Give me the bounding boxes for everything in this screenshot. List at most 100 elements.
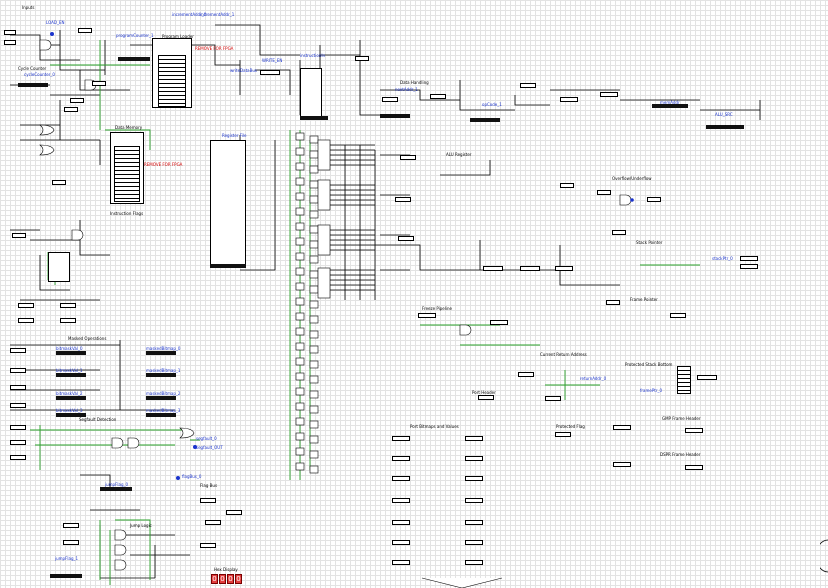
tunnel-jump-flag-0[interactable]: jumpFlag_0 xyxy=(105,482,129,487)
pin-alu-b[interactable] xyxy=(395,197,411,202)
tunnel-bitmask-val-1[interactable]: bitmaskVal_1 xyxy=(56,368,83,373)
pin-flag-bus-c[interactable] xyxy=(205,520,221,525)
pin-port-e[interactable] xyxy=(392,520,410,525)
instruction-flags-splitter[interactable] xyxy=(48,252,70,282)
input-pin-clock[interactable] xyxy=(4,30,16,35)
pin-protected-flag[interactable] xyxy=(555,432,571,437)
pin-port-k[interactable] xyxy=(465,498,483,503)
tunnel-program-counter[interactable]: programCounter_1 xyxy=(116,33,154,38)
pin-port-g[interactable] xyxy=(392,560,410,565)
pin-flag-bus-b[interactable] xyxy=(226,510,242,515)
pin-flag-in[interactable] xyxy=(12,233,26,238)
pin-alu-c[interactable] xyxy=(398,236,414,241)
stack-bottom-register[interactable] xyxy=(677,366,691,394)
pin-write-bus[interactable] xyxy=(260,70,280,75)
pin-port-n[interactable] xyxy=(465,560,483,565)
tunnel-flag-bus[interactable]: flagBus_0 xyxy=(182,474,202,479)
pin-flag-a[interactable] xyxy=(18,303,34,308)
pin-alu-zero[interactable] xyxy=(555,266,573,271)
tunnel-cycle-counter[interactable]: cycleCounter_0 xyxy=(24,72,55,77)
pin-freeze-a[interactable] xyxy=(418,313,436,318)
tunnel-increment-addr-1[interactable]: incrementAddr_1 xyxy=(200,12,235,17)
pin-flag-b[interactable] xyxy=(60,303,76,308)
pin-alu-a[interactable] xyxy=(400,155,416,160)
tunnel-masked-bitmap-3[interactable]: maskedBitmap_3 xyxy=(146,408,181,413)
pin-jump-b[interactable] xyxy=(63,540,79,545)
input-pin-load[interactable] xyxy=(78,28,92,33)
pin-mask-b[interactable] xyxy=(10,368,26,373)
pin-freeze-b[interactable] xyxy=(490,320,508,325)
tunnel-segfault[interactable]: segfault_0 xyxy=(196,436,217,441)
tunnel-stack-ptr[interactable]: stackPtr_0 xyxy=(712,256,733,261)
pin-opcode-in[interactable] xyxy=(355,56,369,61)
tunnel-return-addr[interactable]: returnAddr_0 xyxy=(580,376,607,381)
pin-flag-bus-a[interactable] xyxy=(200,498,216,503)
pin-stack-out-2[interactable] xyxy=(740,264,758,269)
tunnel-mem-addr[interactable]: memAddr xyxy=(660,100,680,105)
pin-port-a[interactable] xyxy=(392,436,410,441)
pin-port-f[interactable] xyxy=(392,540,410,545)
pin-port-d[interactable] xyxy=(392,498,410,503)
scroll-indicator[interactable] xyxy=(820,538,828,574)
pin-port-c[interactable] xyxy=(392,476,410,481)
pin-mask-a[interactable] xyxy=(10,348,26,353)
pin-gmp-a[interactable] xyxy=(613,425,631,430)
pin-stack-in[interactable] xyxy=(612,230,626,235)
pin-port-i[interactable] xyxy=(465,456,483,461)
tunnel-frame-ptr[interactable]: framePtr_0 xyxy=(640,388,663,393)
pin-alu-carry[interactable] xyxy=(520,266,540,271)
pin-addr-b[interactable] xyxy=(560,97,578,102)
tunnel-write-data-bus[interactable]: writeDataBus xyxy=(230,68,257,73)
tunnel-write-en[interactable]: WRITE_EN xyxy=(262,58,283,63)
pin-alu-result[interactable] xyxy=(483,266,503,271)
pin-port-m[interactable] xyxy=(465,540,483,545)
tunnel-masked-bitmap-2[interactable]: maskedBitmap_2 xyxy=(146,391,181,396)
pin-inc-addr[interactable] xyxy=(92,81,106,86)
tunnel-bitmask-val-2[interactable]: bitmaskVal_2 xyxy=(56,391,83,396)
pin-mask-d[interactable] xyxy=(10,403,26,408)
pin-mem-write[interactable] xyxy=(52,180,66,185)
tunnel-next-addr[interactable]: nextAddr_1 xyxy=(395,87,418,92)
instruction-decoder-chip[interactable] xyxy=(300,68,322,118)
pin-overflow-b[interactable] xyxy=(597,190,611,195)
pin-stack-bottom-out[interactable] xyxy=(697,375,717,380)
pin-port-j[interactable] xyxy=(465,476,483,481)
pin-data-in[interactable] xyxy=(70,98,84,103)
pin-jump-out[interactable] xyxy=(200,543,216,548)
pin-flag-d[interactable] xyxy=(60,318,76,323)
tunnel-bitmask-val-3[interactable]: bitmaskVal_3 xyxy=(56,408,83,413)
pin-frame-in[interactable] xyxy=(606,300,620,305)
tunnel-instruction-in[interactable]: instructionIn xyxy=(300,53,326,58)
tunnel-increment-addr-0[interactable]: incrementAddr_0 xyxy=(172,12,207,17)
pin-data-handling-a[interactable] xyxy=(382,97,398,102)
pin-flag-c[interactable] xyxy=(18,318,34,323)
pin-jump-a[interactable] xyxy=(63,523,79,528)
pin-segfault-a[interactable] xyxy=(10,425,26,430)
pin-dspr-b[interactable] xyxy=(685,465,703,470)
tunnel-bitmask-val-0[interactable]: bitmaskVal_0 xyxy=(56,346,83,351)
tunnel-load-en[interactable]: LOAD_EN xyxy=(46,20,65,25)
pin-return-a[interactable] xyxy=(518,372,534,377)
tunnel-alu-src[interactable]: ALU_SRC xyxy=(715,112,733,117)
pin-return-b[interactable] xyxy=(545,396,561,401)
pin-port-l[interactable] xyxy=(465,520,483,525)
pin-addr-c[interactable] xyxy=(600,92,618,97)
pin-segfault-c[interactable] xyxy=(10,455,26,460)
tunnel-jump-flag-1[interactable]: jumpFlag_1 xyxy=(55,556,79,561)
input-pin-reset[interactable] xyxy=(4,40,16,45)
tunnel-opcode[interactable]: opCode_1 xyxy=(482,102,502,107)
data-ram[interactable] xyxy=(114,146,140,202)
register-file-chip[interactable] xyxy=(210,140,246,265)
tunnel-masked-bitmap-1[interactable]: maskedBitmap_1 xyxy=(146,368,181,373)
pin-frame-out[interactable] xyxy=(670,313,686,318)
pin-mask-c[interactable] xyxy=(10,385,26,390)
pin-port-h[interactable] xyxy=(465,436,483,441)
pin-overflow-a[interactable] xyxy=(560,183,574,188)
pin-overflow-out[interactable] xyxy=(647,197,661,202)
program-rom[interactable] xyxy=(158,55,186,107)
pin-addr-a[interactable] xyxy=(520,83,536,88)
pin-port-header[interactable] xyxy=(478,395,494,400)
pin-data-out[interactable] xyxy=(64,107,78,112)
pin-gmp-b[interactable] xyxy=(685,428,703,433)
